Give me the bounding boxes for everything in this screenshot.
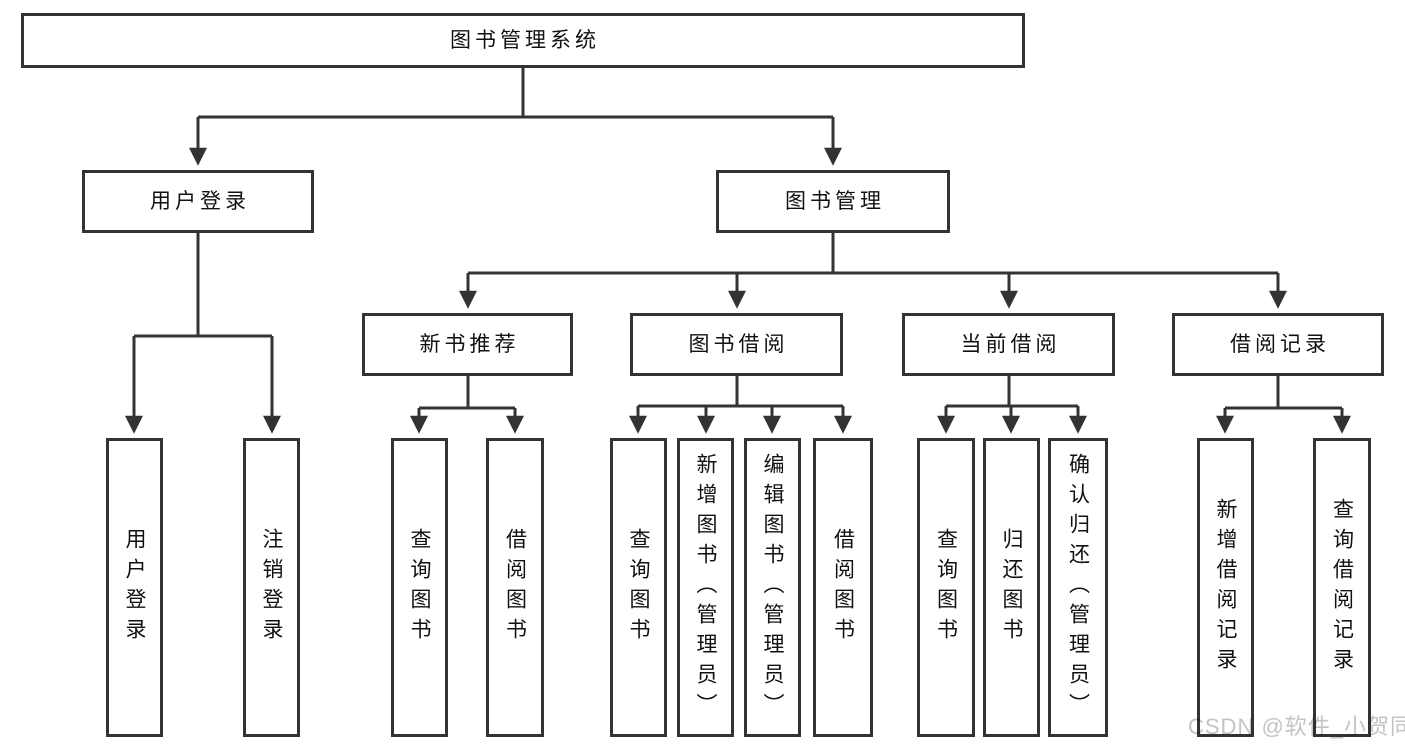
node-new-book-recommend-label: 新书推荐 — [419, 333, 520, 356]
node-current-borrow-label: 当前借阅 — [960, 333, 1061, 356]
leaf-query-books-current-label: 查询图书 — [934, 527, 958, 648]
node-book-borrow: 图书借阅 — [630, 313, 843, 376]
leaf-confirm-return-admin-label: 确认归还（管理员） — [1066, 452, 1090, 723]
leaf-confirm-return-admin: 确认归还（管理员） — [1048, 438, 1108, 737]
leaf-query-borrow-record-label: 查询借阅记录 — [1330, 497, 1354, 678]
node-borrow-record-label: 借阅记录 — [1230, 333, 1330, 356]
leaf-return-books-label: 归还图书 — [1000, 527, 1023, 648]
leaf-add-borrow-record-label: 新增借阅记录 — [1214, 497, 1237, 678]
leaf-borrow-books-label: 借阅图书 — [831, 527, 855, 648]
leaf-edit-books-admin: 编辑图书（管理员） — [744, 438, 801, 737]
node-book-management-label: 图书管理 — [785, 190, 885, 213]
node-book-management: 图书管理 — [716, 170, 950, 233]
leaf-edit-books-admin-label: 编辑图书（管理员） — [761, 452, 784, 723]
leaf-user-login-label: 用户登录 — [123, 527, 146, 648]
leaf-add-books-admin-label: 新增图书（管理员） — [694, 452, 717, 723]
leaf-return-books: 归还图书 — [983, 438, 1040, 737]
node-new-book-recommend: 新书推荐 — [362, 313, 573, 376]
leaf-user-login: 用户登录 — [106, 438, 163, 737]
node-borrow-record: 借阅记录 — [1172, 313, 1384, 376]
leaf-borrow-books: 借阅图书 — [813, 438, 873, 737]
leaf-logout: 注销登录 — [243, 438, 300, 737]
leaf-borrow-books-recommend: 借阅图书 — [486, 438, 544, 737]
node-user-login-label: 用户登录 — [150, 190, 250, 213]
leaf-add-books-admin: 新增图书（管理员） — [677, 438, 734, 737]
node-root: 图书管理系统 — [21, 13, 1025, 68]
leaf-query-books-recommend: 查询图书 — [391, 438, 448, 737]
leaf-borrow-books-recommend-label: 借阅图书 — [503, 527, 527, 648]
leaf-query-books-borrow: 查询图书 — [610, 438, 667, 737]
leaf-query-borrow-record: 查询借阅记录 — [1313, 438, 1371, 737]
leaf-query-books-current: 查询图书 — [917, 438, 975, 737]
leaf-query-books-recommend-label: 查询图书 — [408, 527, 431, 648]
node-root-label: 图书管理系统 — [450, 29, 600, 52]
node-current-borrow: 当前借阅 — [902, 313, 1115, 376]
leaf-query-books-borrow-label: 查询图书 — [627, 527, 650, 648]
node-book-borrow-label: 图书借阅 — [688, 333, 789, 356]
leaf-add-borrow-record: 新增借阅记录 — [1197, 438, 1254, 737]
node-user-login: 用户登录 — [82, 170, 314, 233]
leaf-logout-label: 注销登录 — [260, 527, 283, 648]
csdn-watermark: CSDN @软件_小贺同学 — [1188, 714, 1405, 739]
